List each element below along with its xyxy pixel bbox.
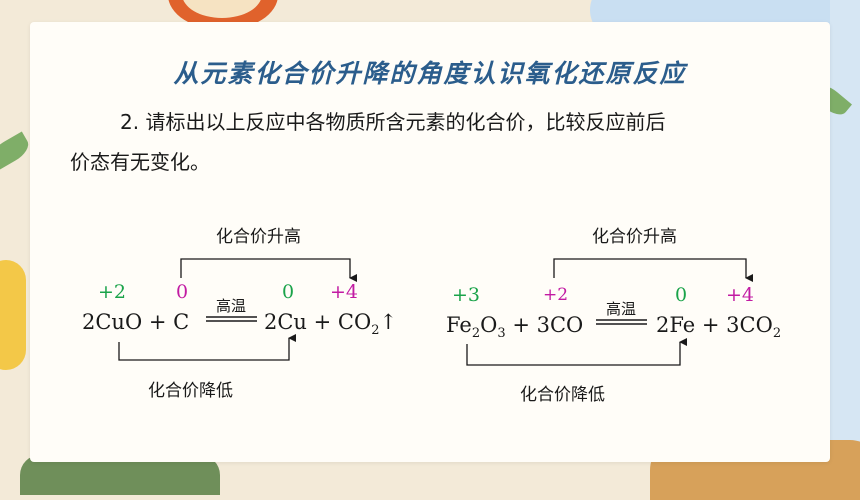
raise-bracket-2 [553,258,753,282]
reaction2-lower-label: 化合价降低 [520,385,605,405]
reaction2-reactants: Fe2O3 + 3CO [446,313,583,341]
reaction1-products-main: 2Cu + CO [264,310,372,334]
decorative-leaf-left [0,131,33,171]
reaction2-products-subscript: 2 [772,326,782,342]
reaction2-products-main: 2Fe + 3CO [656,313,773,337]
reaction1-condition: 高温 [216,297,247,315]
reaction1-c-valence-before: 0 [176,281,189,303]
reaction1-products: 2Cu + CO2↑ [264,310,397,338]
decorative-cream-blob [182,0,262,18]
reaction2-raise-label: 化合价升高 [592,227,677,247]
lower-bracket-1 [118,334,296,361]
reaction1-cu-valence-before: +2 [98,281,127,303]
reaction2-fe-valence-after: 0 [675,284,688,306]
question-paragraph: 2. 请标出以上反应中各物质所含元素的化合价，比较反应前后 价态有无变化。 [70,102,810,182]
electron-transfer-brackets [118,258,753,366]
reaction2-fe-valence-before: +3 [452,284,481,306]
reaction1-c-valence-after: +4 [330,281,359,303]
reaction2-condition: 高温 [606,300,637,318]
question-line-2: 价态有无变化。 [70,150,210,174]
slide-title: 从元素化合价升降的角度认识氧化还原反应 [173,59,687,88]
reaction2-products: 2Fe + 3CO2 [656,313,781,341]
decorative-yellow-dots [0,260,26,370]
reaction2-reactant-fe-subscript: 2 [471,326,481,342]
reaction1-lower-label: 化合价降低 [148,381,233,401]
reaction2-c-valence-before: +2 [543,285,569,305]
reaction1-raise-label: 化合价升高 [216,227,301,247]
reaction2-reactant-o: O [480,313,498,337]
question-line-1: 2. 请标出以上反应中各物质所含元素的化合价，比较反应前后 [120,110,666,134]
lower-bracket-2 [466,338,687,366]
decorative-right-panel [830,0,860,484]
reaction1-reactants: 2CuO + C [82,310,190,334]
reaction1-gas-arrow: ↑ [379,310,398,334]
reaction1-cu-valence-after: 0 [282,281,295,303]
content-card: 从元素化合价升降的角度认识氧化还原反应 2. 请标出以上反应中各物质所含元素的化… [30,22,830,462]
reaction2-reactant-o-subscript: 3 [497,326,506,342]
reaction2-c-valence-after: +4 [726,284,755,306]
reaction1-products-subscript: 2 [371,323,380,339]
raise-bracket-1 [180,258,357,282]
reaction2-reactant-fe: Fe [446,313,472,337]
reaction2-reactant-co: + 3CO [505,313,584,337]
